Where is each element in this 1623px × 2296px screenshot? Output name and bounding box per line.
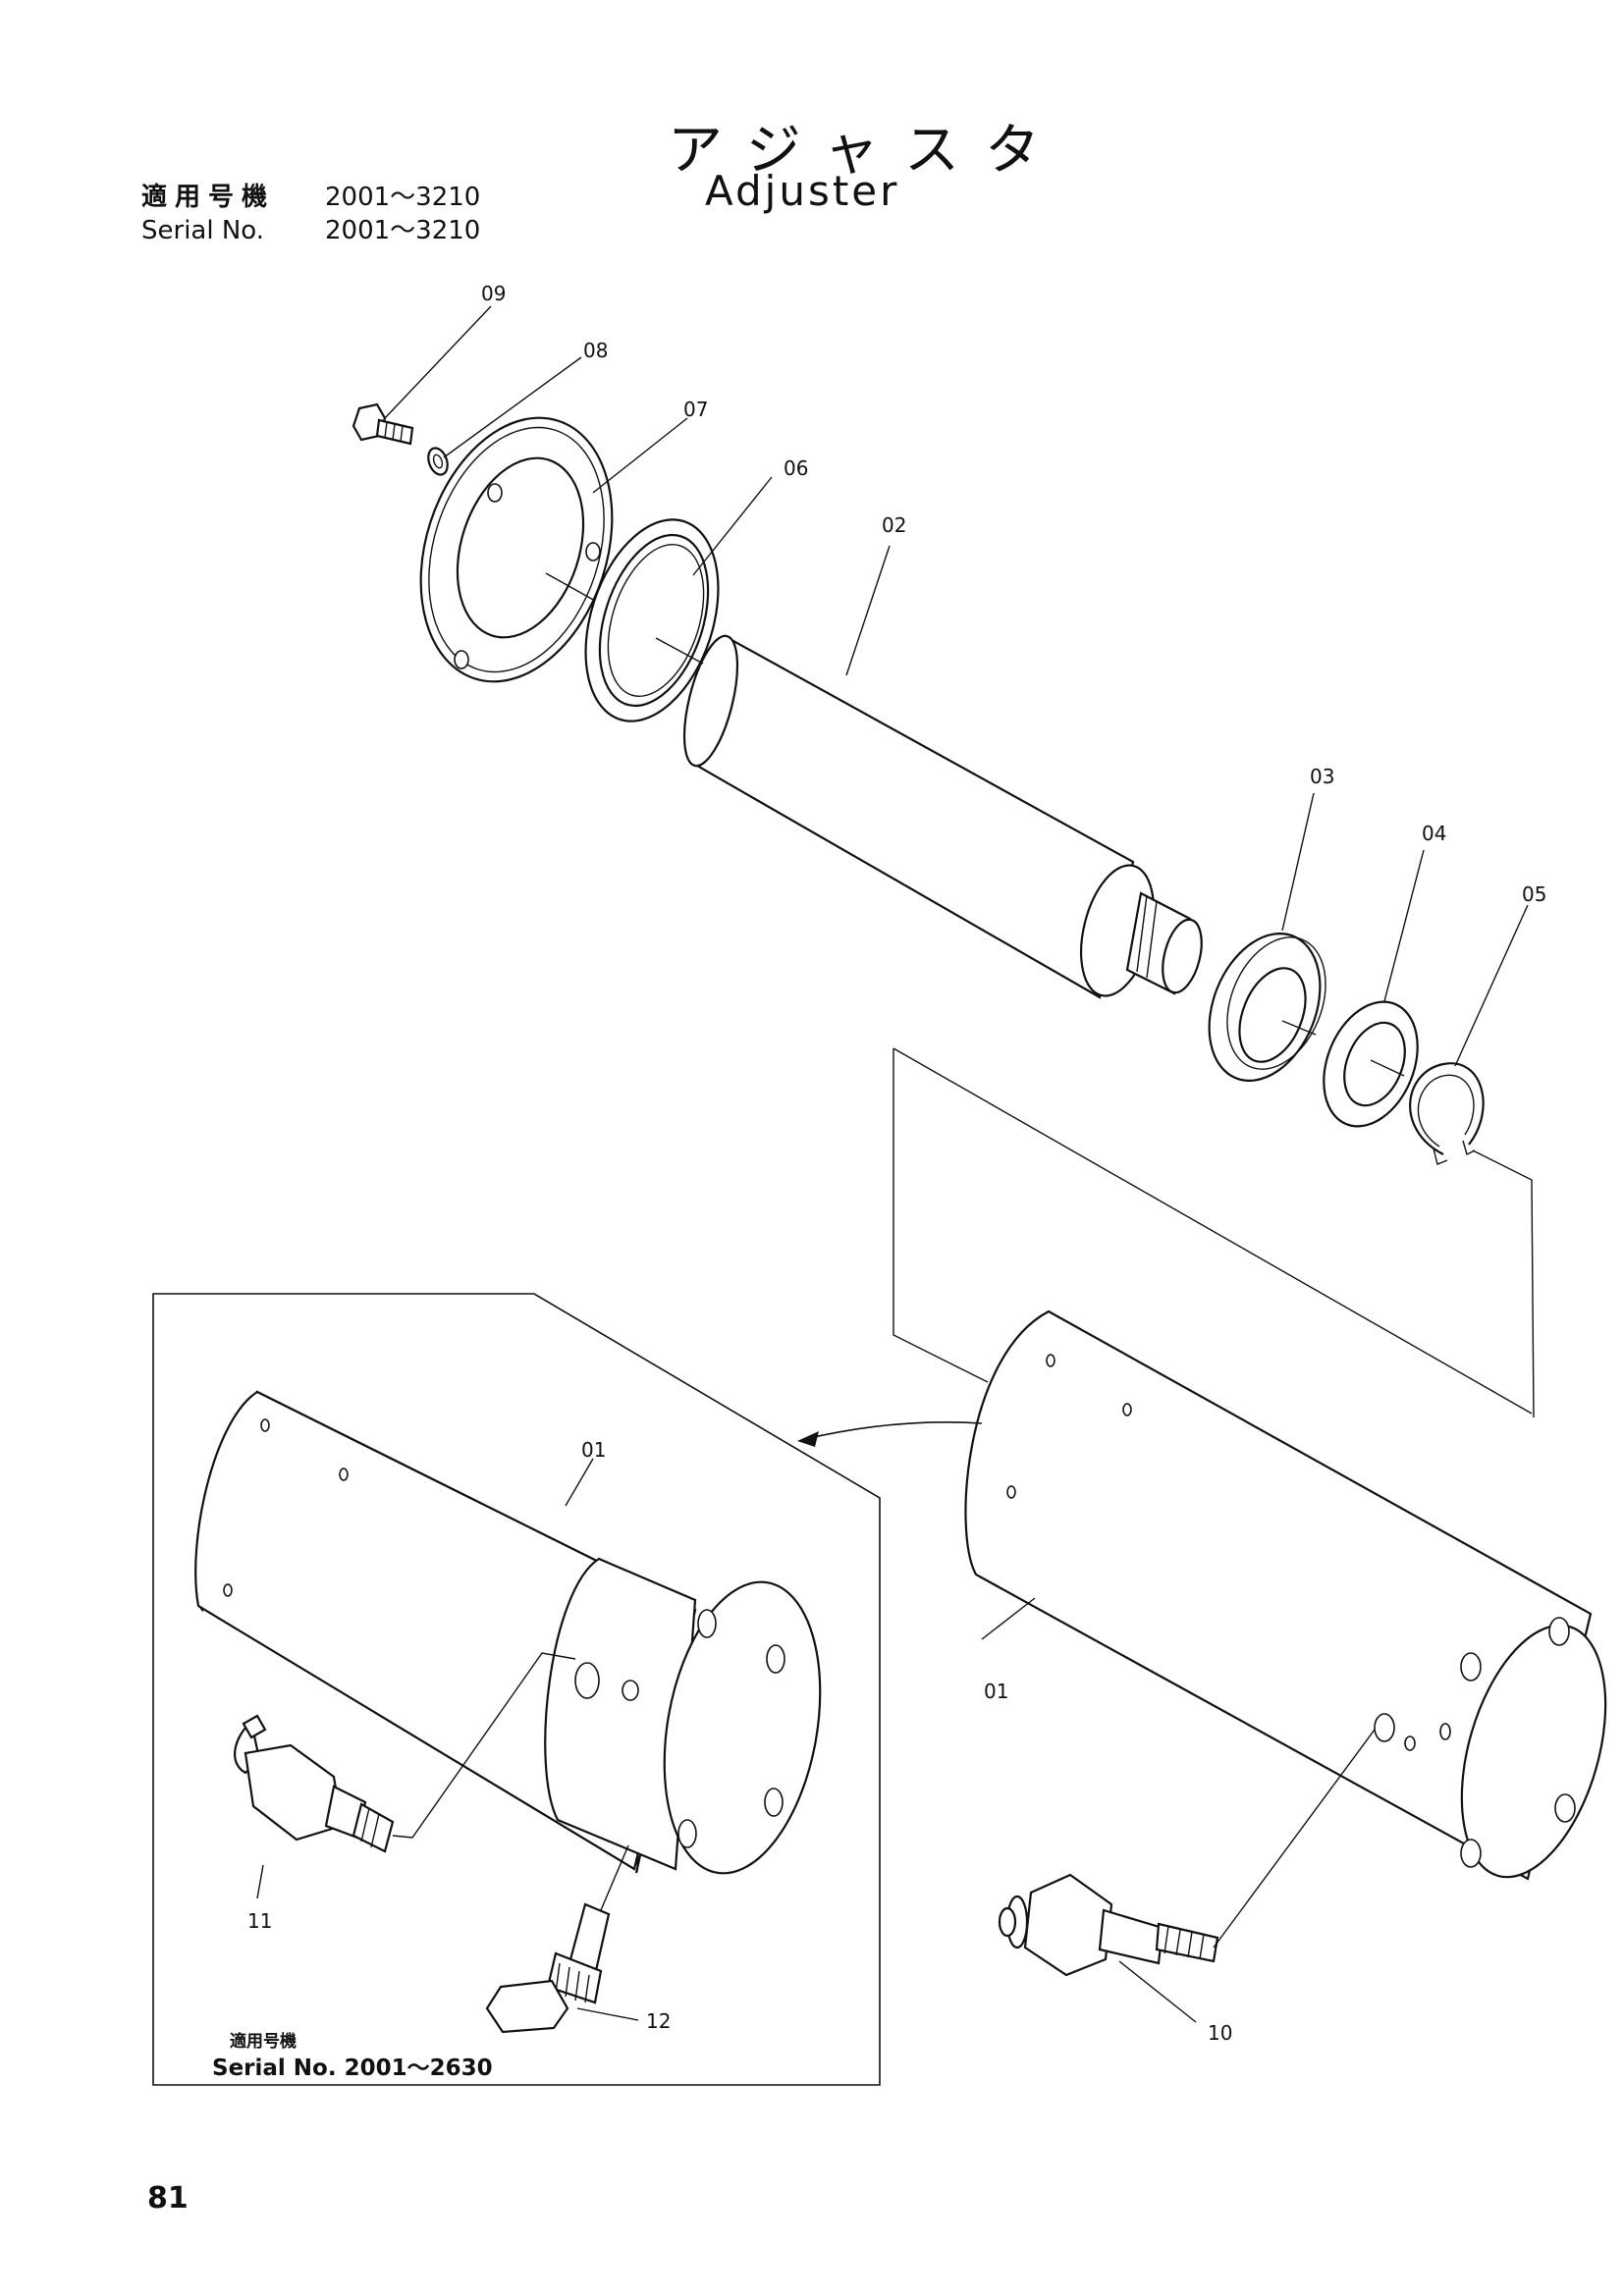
part-05-snap-ring (1409, 1062, 1485, 1165)
callout-06: 06 (784, 456, 808, 480)
page-title-japanese: アジャスタ (668, 119, 1065, 183)
part-04-ring (1323, 1000, 1419, 1128)
page-number: 81 (147, 2181, 189, 2216)
part-10-fitting (998, 1873, 1219, 1977)
callout-07: 07 (683, 398, 708, 421)
part-01-body (964, 1309, 1607, 1881)
callout-10: 10 (1208, 2021, 1232, 2045)
inset-part-12-plug (485, 1902, 611, 2034)
part-06-ring (584, 518, 720, 722)
callout-04: 04 (1422, 822, 1446, 845)
part-02-rod (682, 634, 1203, 999)
callout-05: 05 (1522, 882, 1546, 906)
applicability-en-range: 2001～3210 (325, 216, 481, 245)
callout-01-inset: 01 (581, 1438, 606, 1462)
part-07-flange (419, 416, 614, 683)
part-03-seal (1208, 933, 1326, 1082)
callout-03: 03 (1310, 765, 1334, 788)
callout-09: 09 (481, 282, 506, 305)
part-08-washer (427, 447, 449, 476)
callout-01-main: 01 (984, 1680, 1008, 1703)
applicability-jp-row: 適用号機 2001～3210 (141, 177, 480, 213)
applicability-jp-range: 2001～3210 (325, 183, 481, 212)
callout-08: 08 (583, 339, 608, 362)
callout-02: 02 (882, 513, 906, 537)
inset-part-01-body (194, 1390, 822, 1875)
inset-note-serial: Serial No. 2001～2630 (212, 2056, 493, 2081)
inset-part-11-fitting (234, 1714, 395, 1853)
part-09-bolt (352, 402, 414, 446)
page-title-english: Adjuster (705, 167, 900, 215)
inset-note-jp-label: 適用号機 (230, 2032, 297, 2052)
applicability-en-label: Serial No. (141, 216, 264, 245)
callout-11: 11 (247, 1909, 272, 1933)
callout-12: 12 (646, 2009, 671, 2033)
applicability-en-row: Serial No. 2001～3210 (141, 210, 480, 246)
applicability-jp-label: 適用号機 (141, 183, 276, 212)
